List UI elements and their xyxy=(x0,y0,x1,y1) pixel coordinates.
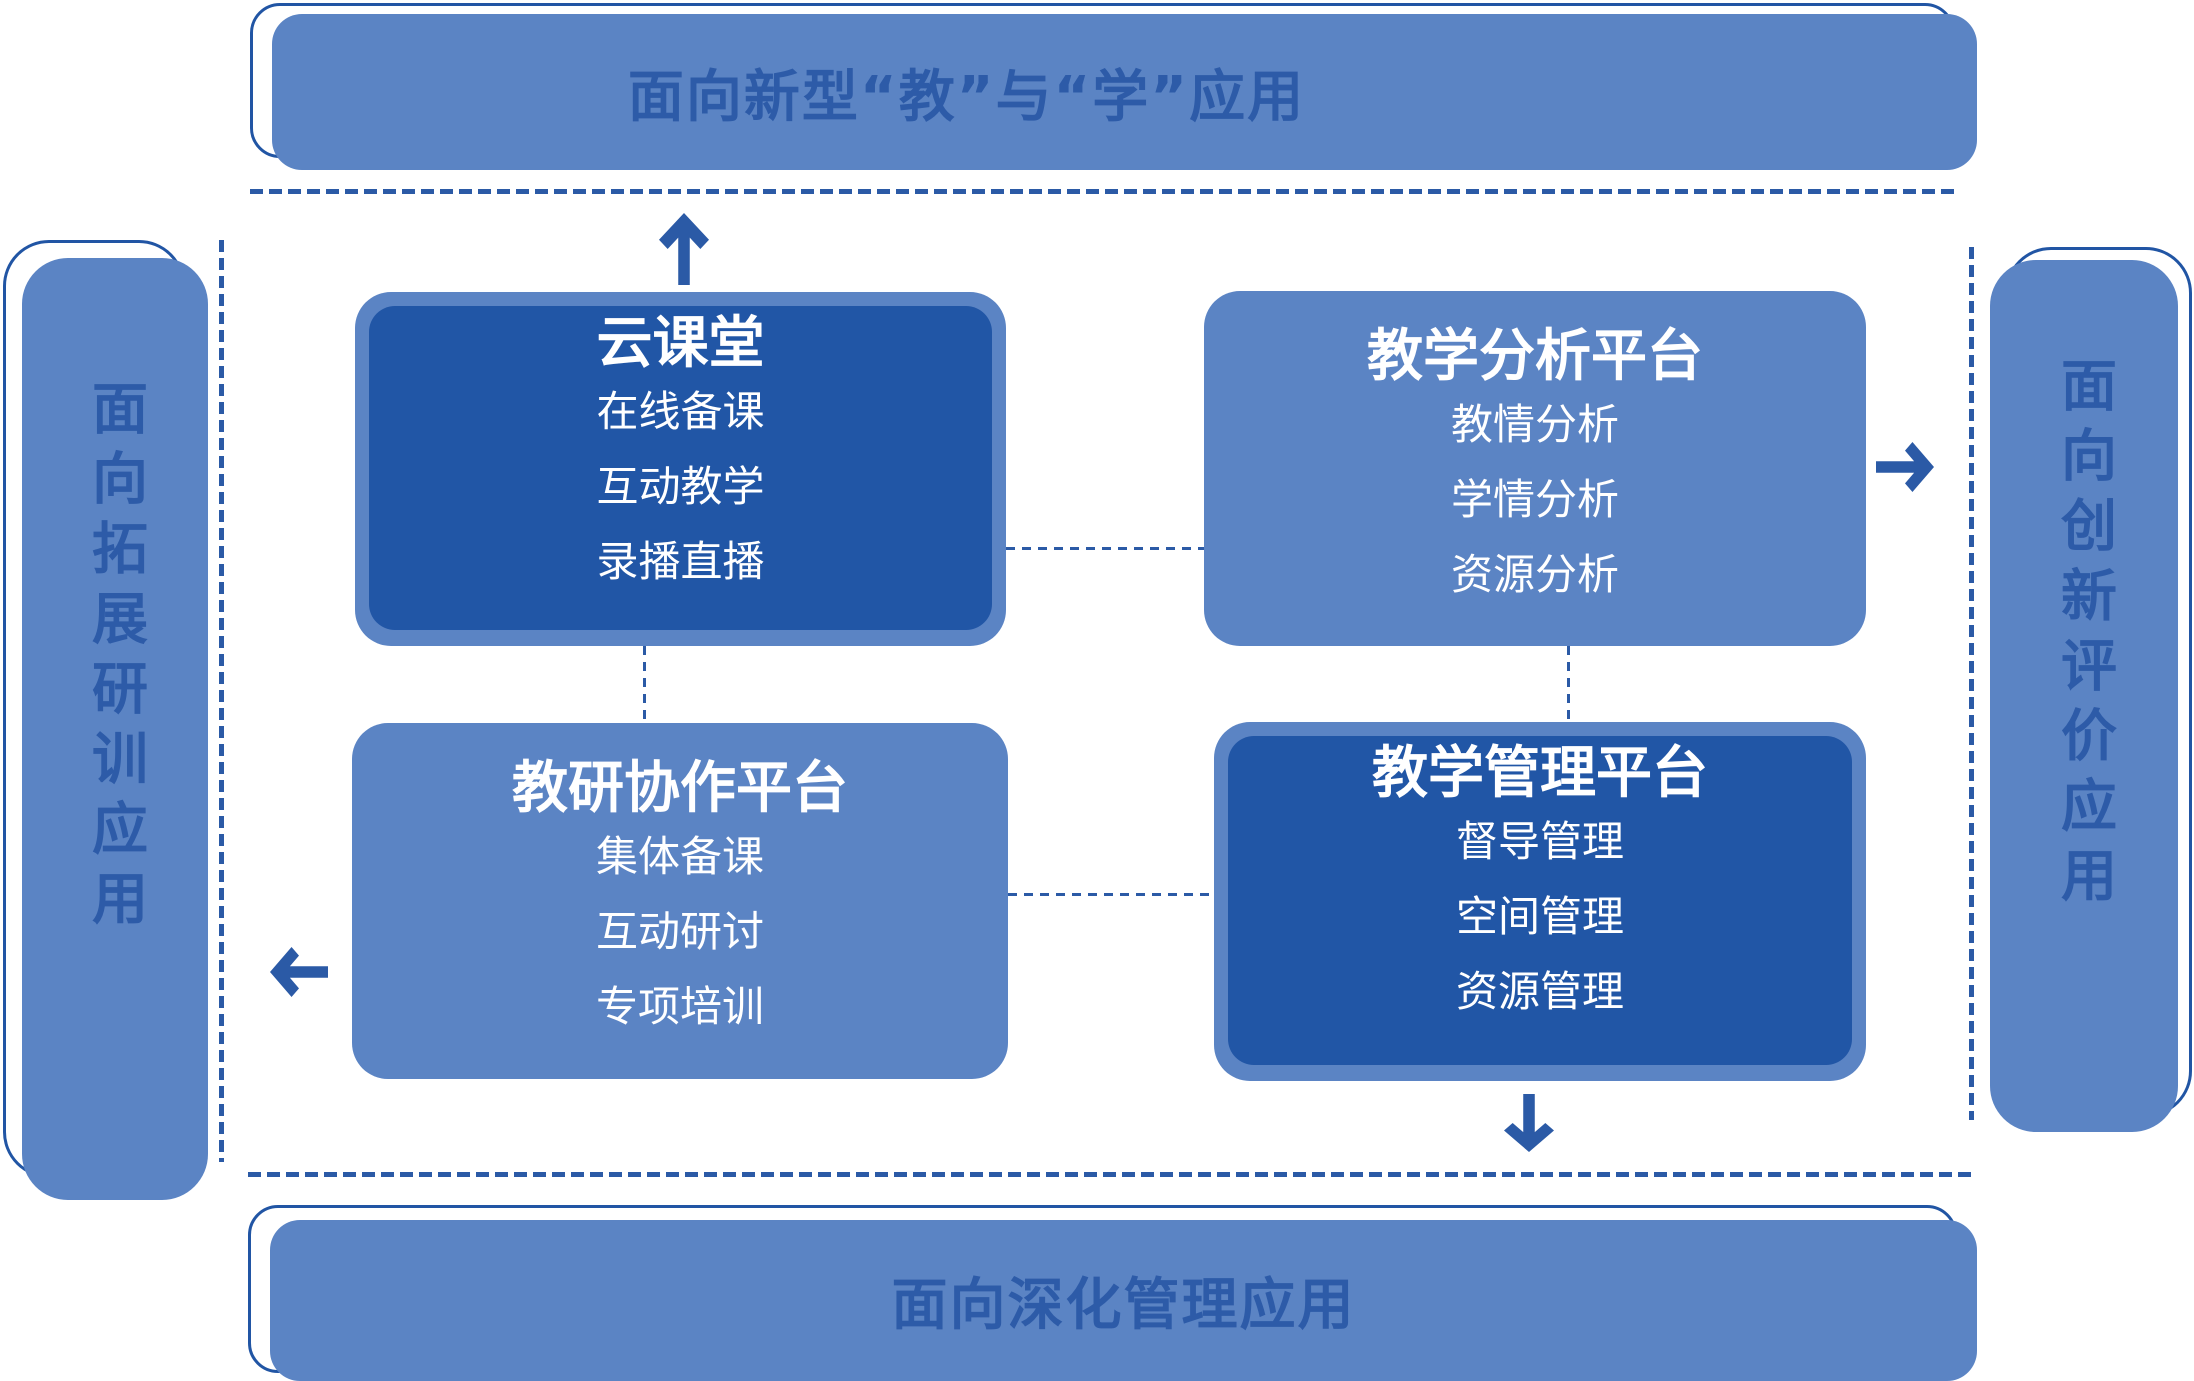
box-title: 教学管理平台 xyxy=(1372,741,1708,806)
arrow-right-icon xyxy=(1876,442,1934,492)
box-item: 录播直播 xyxy=(596,537,765,586)
right-dashed-guide-line xyxy=(1969,247,1974,1120)
left-banner: 面向拓展研训应用 xyxy=(22,258,208,1200)
box-item: 互动教学 xyxy=(596,462,765,511)
arrow-left-icon xyxy=(270,947,328,997)
box-item: 在线备课 xyxy=(596,387,765,436)
box-item: 集体备课 xyxy=(595,832,764,881)
arrow-up-icon xyxy=(659,213,709,285)
top-banner: 面向新型“教”与“学”应用 xyxy=(272,14,1977,170)
box-item: 专项培训 xyxy=(595,982,764,1031)
top-dashed-guide-line xyxy=(250,189,1957,194)
box-item: 资源管理 xyxy=(1455,967,1624,1016)
connector-row2 xyxy=(1008,893,1214,896)
connector-col-left xyxy=(643,646,646,723)
right-banner: 面向创新评价应用 xyxy=(1990,260,2178,1132)
box-item: 教情分析 xyxy=(1450,400,1619,449)
box-research-collab: 教研协作平台 集体备课 互动研讨 专项培训 xyxy=(352,723,1008,1079)
left-dashed-guide-line xyxy=(219,240,224,1162)
arrow-down-icon xyxy=(1504,1094,1554,1152)
box-item: 学情分析 xyxy=(1450,475,1619,524)
left-banner-label: 面向拓展研训应用 xyxy=(82,379,148,939)
bottom-banner-label: 面向深化管理应用 xyxy=(891,1273,1356,1338)
box-title: 云课堂 xyxy=(596,311,765,376)
connector-col-right xyxy=(1567,646,1570,722)
box-teaching-management: 教学管理平台 督导管理 空间管理 资源管理 xyxy=(1214,722,1866,1081)
box-title: 教学分析平台 xyxy=(1367,324,1703,389)
box-cloud-classroom-inner xyxy=(369,306,992,630)
bottom-banner: 面向深化管理应用 xyxy=(270,1220,1977,1381)
box-teaching-management-inner xyxy=(1228,736,1852,1065)
box-item: 互动研讨 xyxy=(595,907,764,956)
box-item: 空间管理 xyxy=(1455,892,1624,941)
box-item: 资源分析 xyxy=(1450,550,1619,599)
right-banner-label: 面向创新评价应用 xyxy=(2051,356,2117,916)
box-teaching-analysis: 教学分析平台 教情分析 学情分析 资源分析 xyxy=(1204,291,1866,646)
box-item: 督导管理 xyxy=(1455,817,1624,866)
bottom-dashed-guide-line xyxy=(248,1172,1972,1177)
connector-row1 xyxy=(1006,547,1204,550)
box-cloud-classroom: 云课堂 在线备课 互动教学 录播直播 xyxy=(355,292,1006,646)
box-title: 教研协作平台 xyxy=(512,756,848,821)
top-banner-label: 面向新型“教”与“学”应用 xyxy=(627,64,1306,130)
